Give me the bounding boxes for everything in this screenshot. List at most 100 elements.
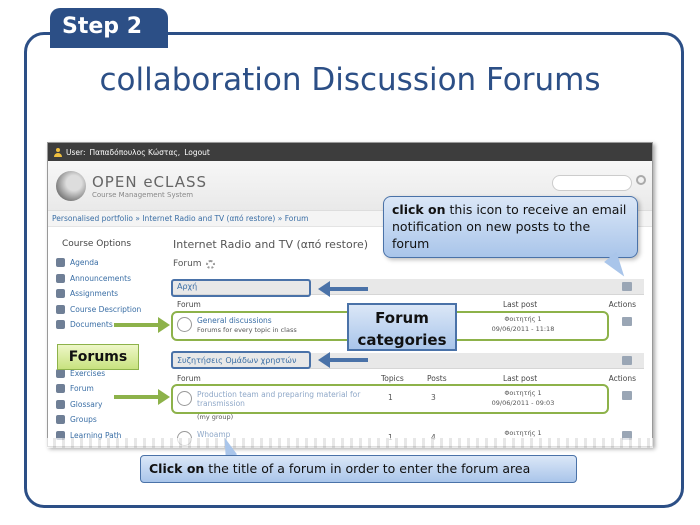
sidebar-item-groups[interactable]: Groups	[56, 412, 155, 428]
sidebar-item-exercises[interactable]: Exercises	[56, 366, 155, 382]
search-icon[interactable]	[636, 175, 646, 185]
calendar-icon	[56, 258, 65, 268]
step-label: Step 2	[50, 8, 168, 48]
search-input[interactable]	[552, 175, 632, 191]
forum-category-row: Αρχή	[173, 279, 644, 295]
book-icon	[56, 289, 65, 299]
course-title: Internet Radio and TV (από restore)	[173, 238, 369, 251]
notification-icon[interactable]	[622, 356, 632, 365]
col-last-post: Last post	[503, 300, 538, 309]
path-icon	[56, 430, 65, 440]
forum-group-note: (my group)	[173, 413, 644, 425]
posts-count: 4	[431, 433, 436, 442]
forum-row[interactable]: Production team and preparing material f…	[173, 387, 644, 413]
sidebar-item-label: Agenda	[70, 258, 99, 268]
notification-icon[interactable]	[622, 391, 632, 400]
click-title-callout: Click on the title of a forum in order t…	[140, 455, 577, 483]
sidebar-item-learning-path[interactable]: Learning Path	[56, 428, 155, 444]
callout-emphasis: click on	[392, 202, 446, 217]
forum-description: Forums for every topic in class	[197, 326, 297, 334]
arrow-left-icon	[318, 352, 368, 368]
forum-table-header: Forum Topics Posts Last post Actions	[173, 373, 644, 385]
logo-icon	[56, 171, 86, 201]
sidebar-item-label: Forum	[70, 384, 94, 394]
forum-title-link[interactable]: Whoamp	[197, 430, 231, 439]
last-post-user[interactable]: Φοιτητής 1	[504, 429, 542, 437]
forum-title-link[interactable]: Production team and preparing material f…	[197, 390, 361, 408]
user-icon	[54, 147, 62, 157]
col-forum: Forum	[177, 374, 201, 383]
forum-heading: Forum	[173, 259, 644, 269]
category-name[interactable]: Συζητήσεις Ομάδων χρηστών	[177, 356, 297, 365]
sidebar-item-label: Exercises	[70, 368, 106, 378]
col-posts: Posts	[427, 374, 447, 383]
glossary-icon	[56, 399, 65, 409]
col-topics: Topics	[381, 374, 404, 383]
forum-highlight	[171, 384, 609, 414]
forum-icon	[177, 391, 192, 406]
logo-subtitle: Course Management System	[92, 191, 194, 199]
forum-icon	[177, 317, 192, 332]
category-highlight	[171, 351, 311, 369]
notification-icon[interactable]	[622, 431, 632, 440]
notification-icon[interactable]	[622, 317, 632, 326]
forum-table-header: Forum Last post Actions	[173, 299, 644, 311]
sidebar-item-label: Documents	[70, 320, 113, 330]
eclass-logo[interactable]: OPEN eCLASS Course Management System	[56, 171, 207, 201]
col-actions: Actions	[608, 300, 636, 309]
forum-description: (my group)	[197, 413, 234, 421]
sidebar-item-documents[interactable]: Documents	[56, 317, 155, 333]
torn-edge	[47, 438, 653, 448]
sidebar-item-forum[interactable]: Forum	[56, 381, 155, 397]
callout-emphasis: Click on	[149, 461, 205, 476]
folder-icon	[56, 320, 65, 330]
exercise-icon	[56, 368, 65, 378]
topics-count: 1	[388, 393, 393, 402]
slide-title: collaboration Discussion Forums	[99, 62, 601, 98]
arrow-right-icon	[114, 317, 170, 333]
groups-icon	[56, 415, 65, 425]
sidebar-item-course-description[interactable]: Course Description	[56, 302, 155, 318]
user-prefix: User:	[66, 147, 86, 157]
forum-heading-label: Forum	[173, 259, 202, 269]
sidebar-item-label: Learning Path	[70, 430, 122, 440]
user-name: Παπαδόπουλος Κώστας,	[89, 147, 181, 157]
notification-icon[interactable]	[622, 282, 632, 291]
tag-icon	[56, 304, 65, 314]
logo-name: OPEN eCLASS	[92, 173, 208, 191]
callout-text: this icon to receive an email notificati…	[392, 202, 627, 251]
arrow-left-icon	[318, 281, 368, 297]
last-post-user[interactable]: Φοιτητής 1	[504, 389, 542, 397]
col-actions: Actions	[608, 374, 636, 383]
notification-callout: click on this icon to receive an email n…	[383, 196, 638, 258]
sidebar-item-label: Announcements	[70, 273, 131, 283]
posts-count: 3	[431, 393, 436, 402]
topics-count: 1	[388, 433, 393, 442]
forum-row[interactable]: General discussions Forums for every top…	[173, 313, 644, 339]
forum-title-link[interactable]: General discussions	[197, 316, 272, 325]
sidebar-item-announcements[interactable]: Announcements	[56, 271, 155, 287]
sidebar-title: Course Options	[62, 239, 132, 249]
forum-category-row: Συζητήσεις Ομάδων χρηστών	[173, 353, 644, 369]
user-bar: User: Παπαδόπουλος Κώστας, Logout	[48, 143, 652, 161]
megaphone-icon	[56, 273, 65, 283]
sidebar-item-label: Course Description	[70, 304, 142, 314]
category-highlight	[171, 279, 311, 297]
forums-label: Forums	[57, 344, 139, 370]
last-post-date: 09/06/2011 - 11:18	[491, 325, 555, 333]
forum-categories-label: Forum categories	[347, 303, 457, 351]
course-options-sidebar: Course Options Agenda Announcements Assi…	[48, 229, 163, 446]
logout-link[interactable]: Logout	[184, 147, 210, 157]
last-post-user[interactable]: Φοιτητής 1	[504, 315, 542, 323]
col-last-post: Last post	[503, 374, 538, 383]
main-content: Internet Radio and TV (από restore) Foru…	[173, 229, 652, 446]
sidebar-item-assignments[interactable]: Assignments	[56, 286, 155, 302]
sidebar-item-glossary[interactable]: Glossary	[56, 397, 155, 413]
sidebar-item-agenda[interactable]: Agenda	[56, 255, 155, 271]
slide-frame	[24, 32, 684, 508]
gear-icon[interactable]	[205, 259, 215, 269]
category-name[interactable]: Αρχή	[177, 282, 198, 291]
callout-text: the title of a forum in order to enter t…	[208, 461, 531, 476]
arrow-right-icon	[114, 389, 170, 405]
sidebar-item-label: Assignments	[70, 289, 119, 299]
